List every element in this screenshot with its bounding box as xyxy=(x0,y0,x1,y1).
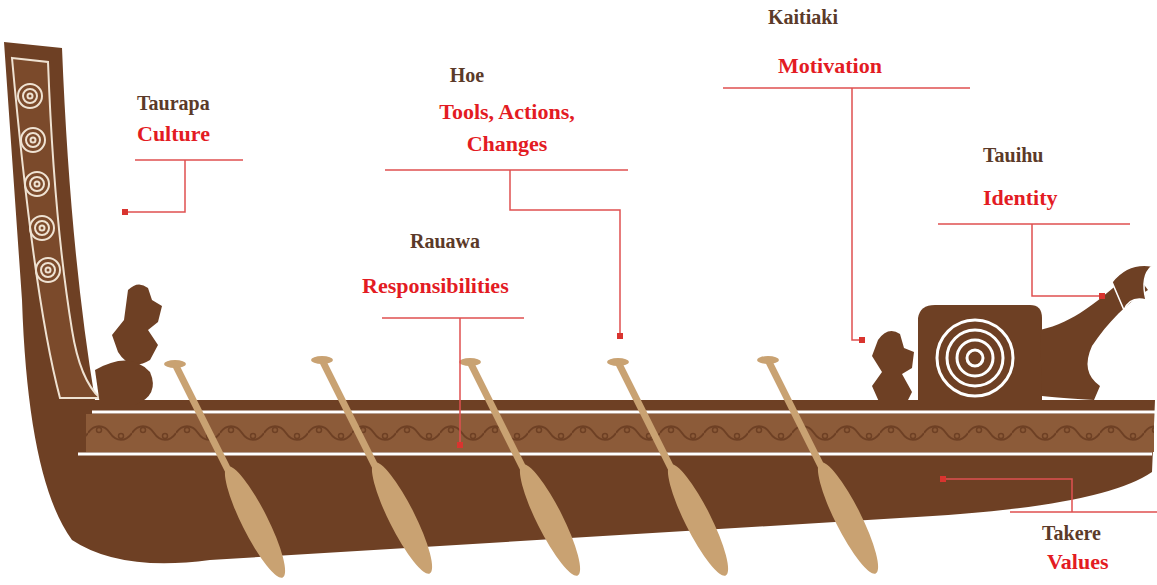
stern-figure xyxy=(112,284,162,364)
part-name: Taurapa xyxy=(137,90,210,116)
prow-figure xyxy=(872,331,914,404)
meaning-label: Motivation xyxy=(778,50,882,82)
stern-scroll xyxy=(95,360,153,405)
meaning-label: Responsibilities xyxy=(362,270,509,302)
part-name: Tauihu xyxy=(983,142,1043,168)
leader-dots xyxy=(122,209,1105,482)
paddles xyxy=(164,356,887,583)
part-name: Takere xyxy=(1042,520,1101,546)
hull-band xyxy=(86,414,1154,452)
meaning-label: Tools, Actions, Changes xyxy=(407,96,607,160)
meaning-label: Values xyxy=(1047,546,1109,578)
meaning-label: Identity xyxy=(983,182,1058,214)
part-name: Hoe xyxy=(367,62,567,88)
leader-lines xyxy=(128,88,1157,512)
prow-block xyxy=(918,305,1042,402)
meaning-label: Culture xyxy=(137,118,210,150)
hull xyxy=(4,42,1155,563)
part-name: Rauawa xyxy=(410,228,480,254)
gunwale-line xyxy=(92,411,1155,414)
prow-feather xyxy=(1112,265,1152,310)
prow-spiral xyxy=(937,320,1013,396)
taurapa-spirals xyxy=(18,84,60,282)
part-name: Kaitiaki xyxy=(768,4,838,30)
hull-line xyxy=(78,453,1152,456)
taurapa-panel xyxy=(12,58,100,398)
